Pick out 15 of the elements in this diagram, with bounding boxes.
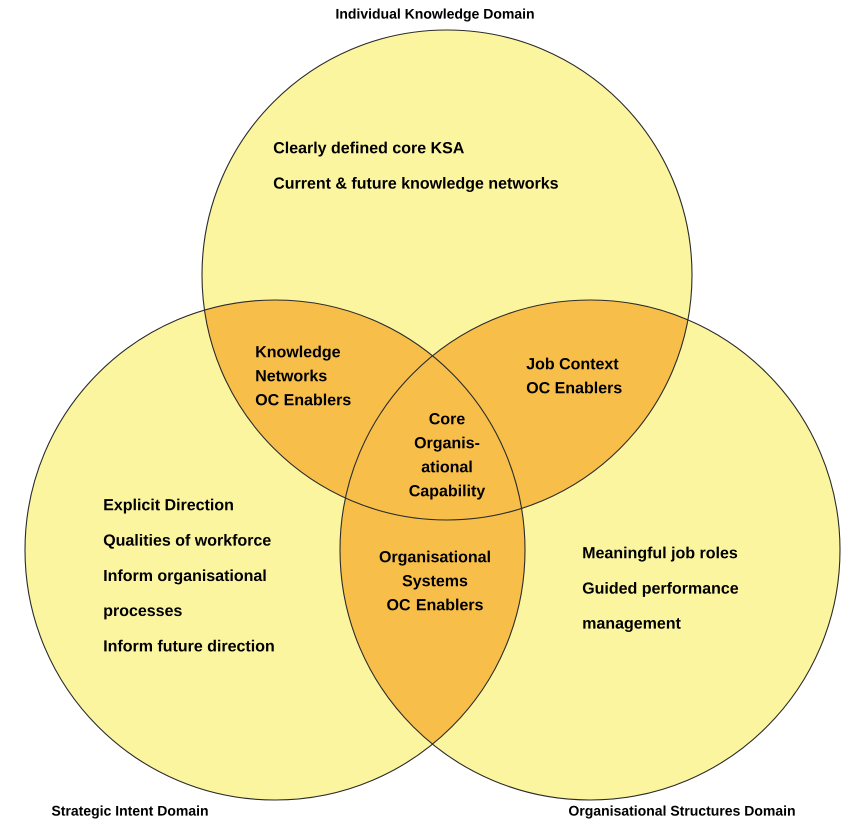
domain-heading: Strategic Intent Domain bbox=[52, 805, 208, 819]
body-text: Meaningful job roles bbox=[583, 546, 738, 562]
region-label: Knowledge Networks OC Enablers bbox=[256, 346, 351, 406]
body-text: Current & future knowledge networks bbox=[274, 177, 558, 192]
body-text: Inform organisational processes bbox=[104, 569, 266, 620]
body-text: Guided performance management bbox=[582, 582, 738, 632]
domain-heading: Organisational Structures Domain bbox=[569, 805, 795, 819]
region-label: Core Organis-ational Capability bbox=[409, 413, 486, 500]
body-text: Qualities of workforce bbox=[104, 534, 271, 549]
body-text: Explicit Direction bbox=[104, 498, 233, 514]
body-text: Inform future direction bbox=[104, 640, 274, 652]
domain-heading: Individual Knowledge Domain bbox=[336, 8, 534, 22]
region-label: Job Context OC Enablers bbox=[526, 358, 622, 394]
region-label: Organisational Systems OC Enablers bbox=[380, 550, 490, 610]
body-text: Clearly defined core KSA bbox=[274, 142, 464, 157]
